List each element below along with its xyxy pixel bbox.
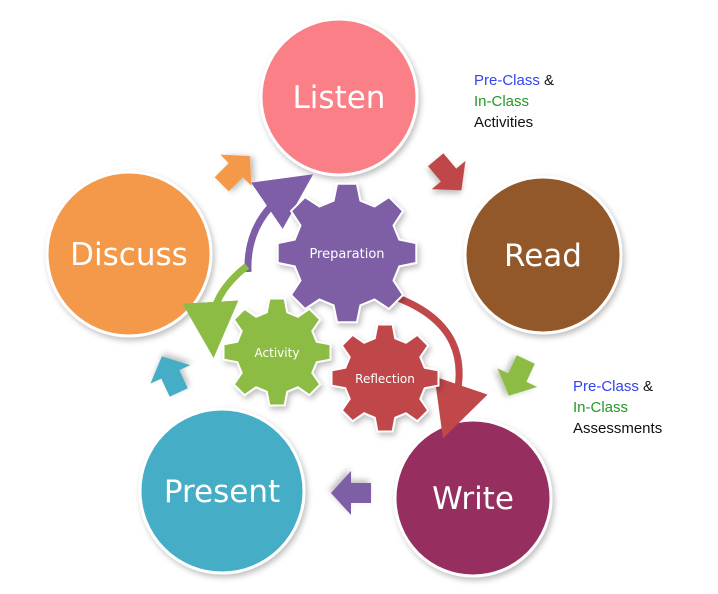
arrow-read-to-write bbox=[497, 355, 538, 396]
arrow-listen-to-read bbox=[428, 153, 466, 191]
note-bottom-tail: Assessments bbox=[573, 420, 663, 437]
gear-reflection-shape bbox=[330, 323, 440, 433]
note-activities: Pre-Class & In-Class Activities bbox=[474, 70, 554, 133]
gear-activity-shape bbox=[222, 297, 332, 407]
gear-activity-label: Activity bbox=[255, 346, 300, 360]
node-present-circle bbox=[138, 407, 306, 575]
note-top-pre-class: Pre-Class bbox=[474, 72, 540, 89]
node-present: Present bbox=[138, 407, 306, 575]
note-bottom-in-class: In-Class bbox=[573, 399, 629, 416]
gear-preparation-shape bbox=[276, 182, 418, 324]
note-top-tail: Activities bbox=[474, 114, 534, 131]
note-top-in-class: In-Class bbox=[474, 93, 530, 110]
curve-arrow-activity-to-preparation bbox=[244, 174, 314, 273]
arrow-present-to-discuss bbox=[150, 356, 191, 397]
note-bottom-amp: & bbox=[643, 378, 654, 395]
gear-reflection-label: Reflection bbox=[355, 372, 415, 386]
curve-arrow-discuss-to-activity bbox=[182, 263, 250, 358]
node-listen: Listen bbox=[259, 17, 419, 177]
node-discuss: Discuss bbox=[45, 170, 213, 338]
node-listen-circle bbox=[259, 17, 419, 177]
node-discuss-label: Discuss bbox=[70, 237, 188, 273]
node-write: Write bbox=[393, 418, 553, 578]
curve-arrow-preparation-to-reflection bbox=[396, 294, 488, 439]
note-assessments: Pre-Class & In-Class Assessments bbox=[573, 376, 662, 439]
node-read: Read bbox=[463, 175, 623, 335]
arrow-write-to-present bbox=[331, 471, 371, 515]
arrow-discuss-to-listen bbox=[214, 154, 252, 192]
node-read-circle bbox=[463, 175, 623, 335]
node-present-label: Present bbox=[164, 474, 280, 510]
gear-reflection: Reflection bbox=[330, 323, 440, 433]
node-read-label: Read bbox=[504, 238, 582, 274]
note-bottom-pre-class: Pre-Class bbox=[573, 378, 639, 395]
gear-preparation: Preparation bbox=[276, 182, 418, 324]
note-top-amp: & bbox=[544, 72, 555, 89]
node-discuss-circle bbox=[45, 170, 213, 338]
node-write-label: Write bbox=[432, 481, 514, 517]
node-listen-label: Listen bbox=[293, 80, 386, 116]
gear-preparation-label: Preparation bbox=[309, 247, 384, 262]
gear-activity: Activity bbox=[222, 297, 332, 407]
